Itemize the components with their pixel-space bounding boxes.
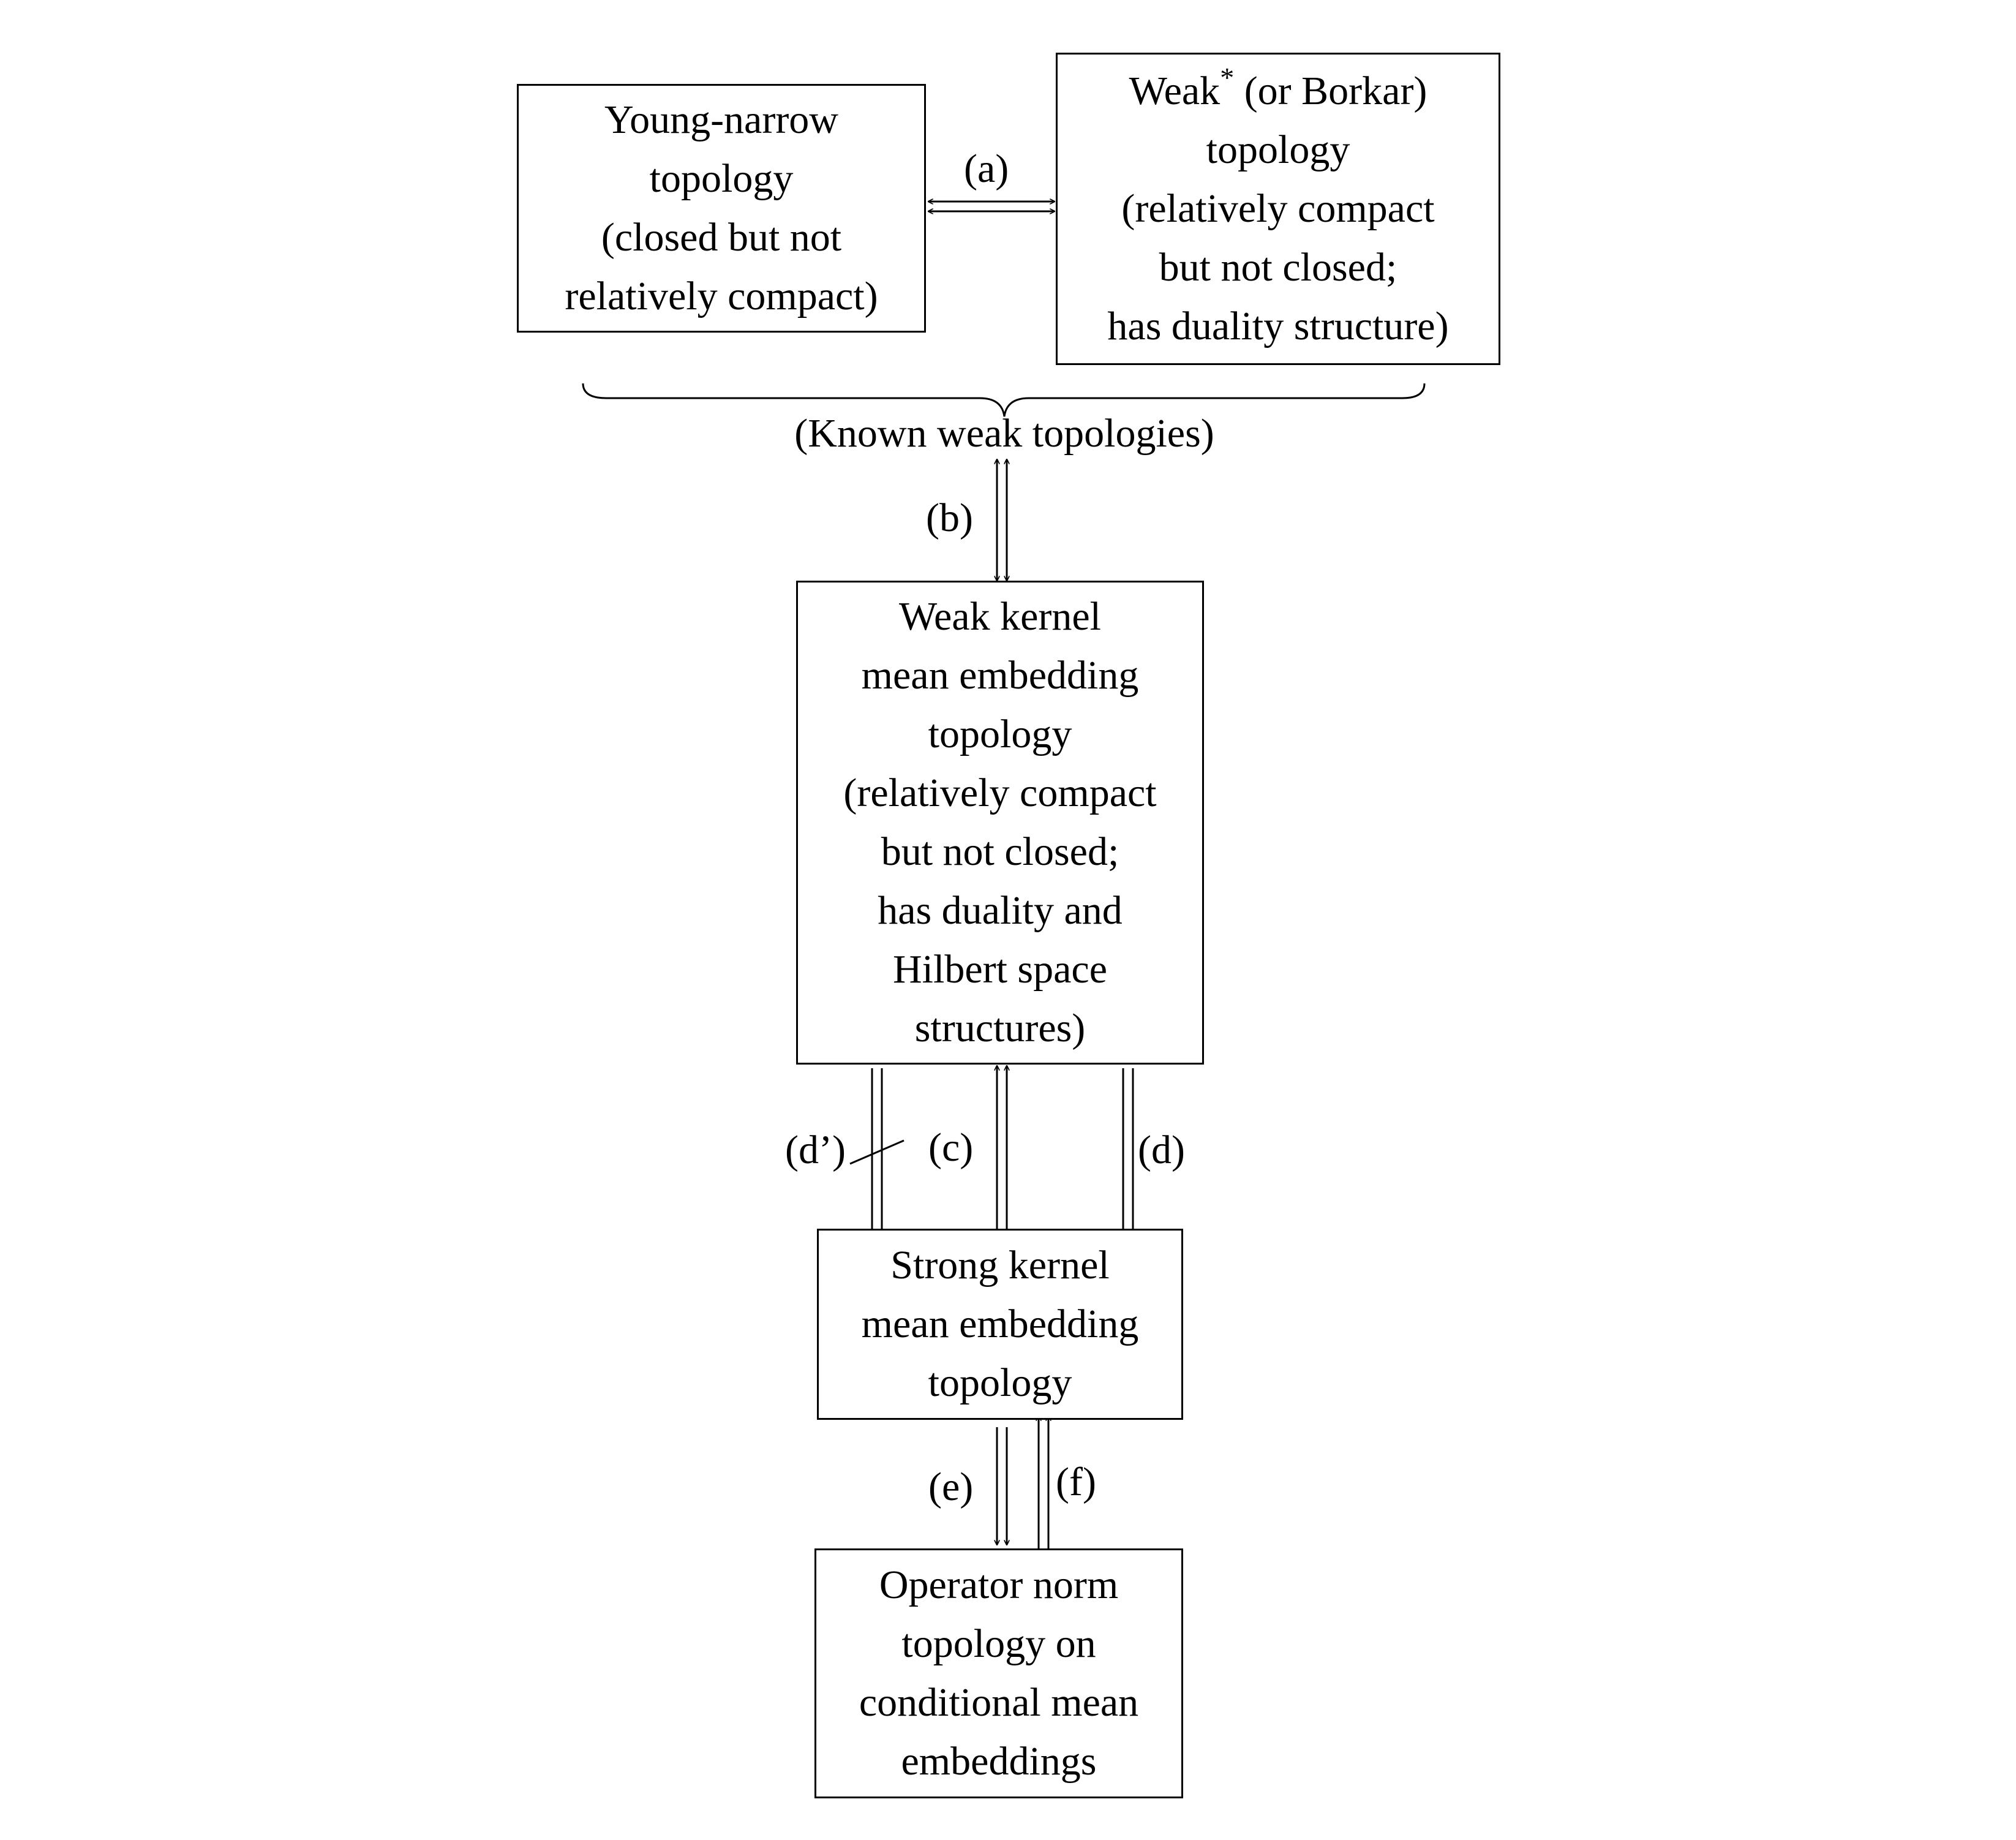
known-topologies-brace [582,383,1426,417]
weak-star-word: Weak [1129,69,1221,113]
edge-b-arrow [997,459,1007,581]
strong-kme-topology-text: Strong kernel mean embedding topology [861,1243,1139,1405]
edge-label-c: (c) [928,1125,974,1170]
operator-norm-topology-box: Operator norm topology on conditional me… [814,1548,1183,1798]
edge-d-prime-arrow [849,1068,905,1239]
weak-star-topology-text: Weak* (or Borkar) topology (relatively c… [1107,62,1448,356]
young-narrow-topology-text: Young-narrow topology (closed but not re… [565,97,878,319]
weak-star-description: (or Borkar) topology (relatively compact… [1107,69,1449,349]
edge-f-arrow [1039,1416,1048,1553]
weak-kme-topology-text: Weak kernel mean embedding topology (rel… [843,594,1157,1050]
edge-label-e: (e) [928,1465,974,1509]
edge-label-d-prime: (d’) [785,1128,846,1172]
strong-kme-topology-box: Strong kernel mean embedding topology [817,1229,1183,1420]
operator-norm-topology-text: Operator norm topology on conditional me… [859,1563,1139,1784]
known-weak-topologies-label: (Known weak topologies) [794,411,1214,456]
edge-label-f: (f) [1056,1460,1096,1504]
weak-star-superscript: * [1220,62,1235,93]
edge-a-arrow [928,202,1055,211]
weak-star-topology-box: Weak* (or Borkar) topology (relatively c… [1056,53,1500,365]
weak-kme-topology-box: Weak kernel mean embedding topology (rel… [796,581,1204,1065]
edge-d-arrow [1123,1068,1133,1239]
edge-c-arrow [997,1066,1007,1232]
edge-label-b: (b) [926,496,973,540]
edge-e-arrow [997,1427,1007,1545]
edge-label-d: (d) [1138,1128,1185,1172]
young-narrow-topology-box: Young-narrow topology (closed but not re… [517,84,926,333]
edge-label-a: (a) [964,146,1009,191]
